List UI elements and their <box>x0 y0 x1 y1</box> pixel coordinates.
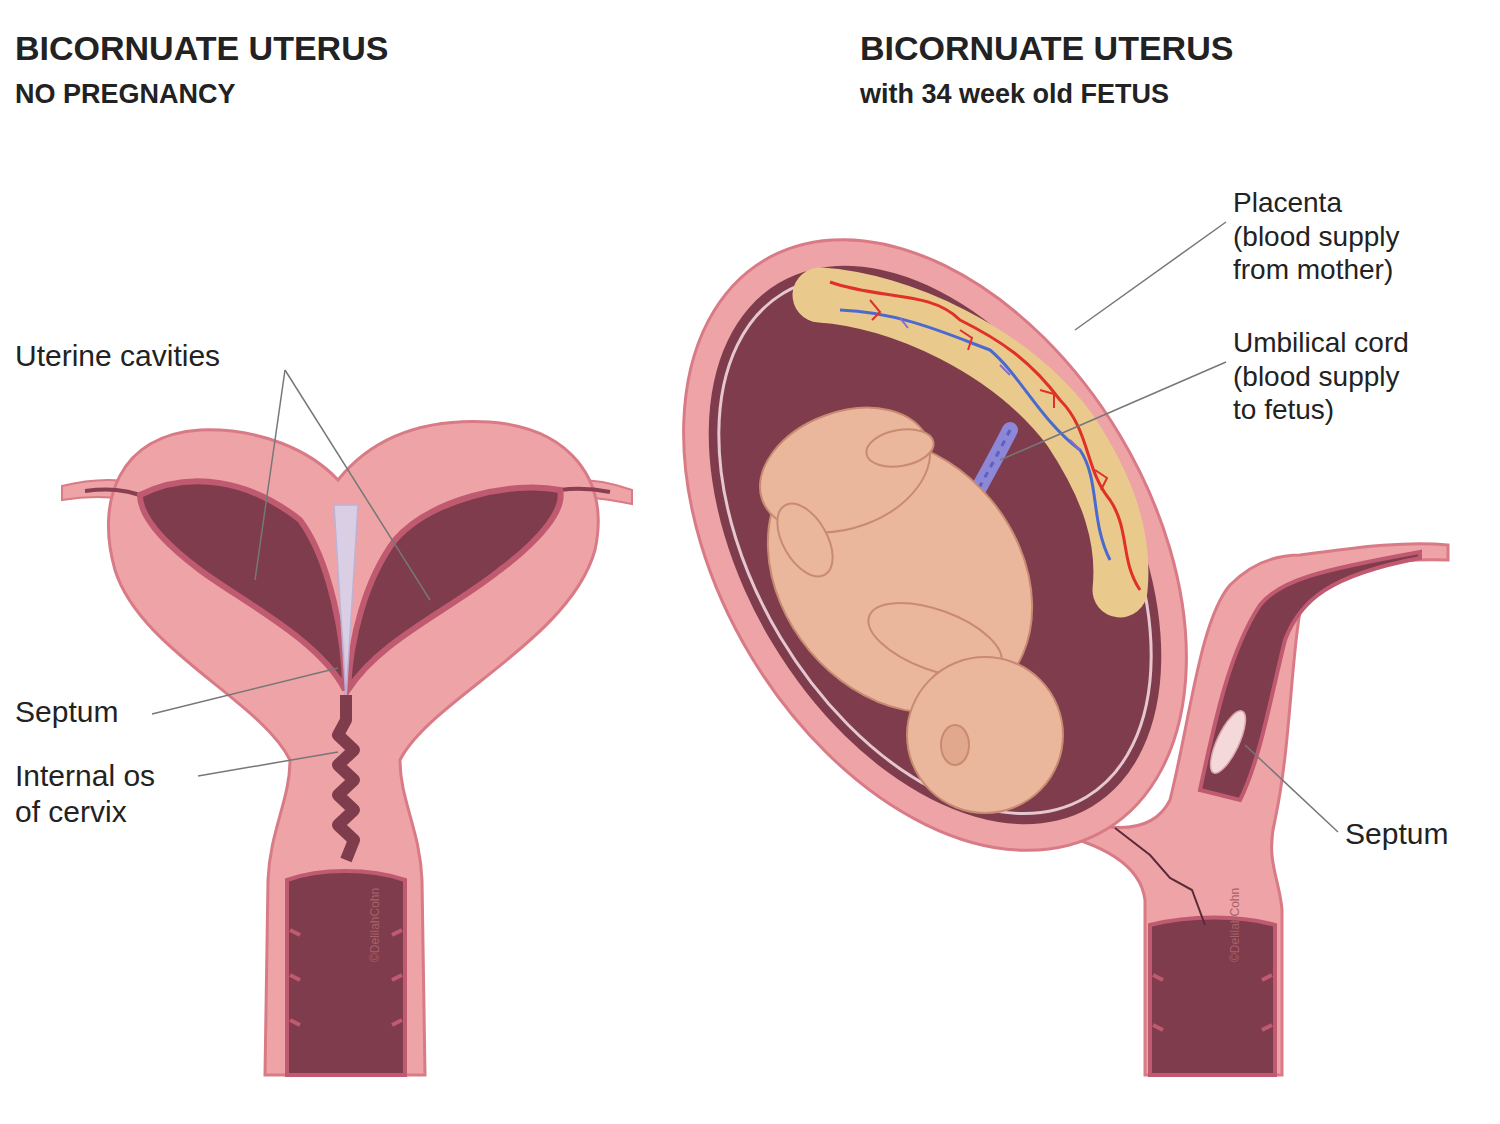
part-label: Internal os of cervix <box>15 758 167 830</box>
fetus <box>713 384 1087 813</box>
part-label: Septum <box>15 694 118 730</box>
figure-subheading: NO PREGNANCY <box>15 78 236 110</box>
watermark: ©DelilahCohn <box>1228 888 1242 962</box>
part-label: Umbilical cord (blood supply to fetus) <box>1233 326 1423 427</box>
part-label: Placenta (blood supply from mother) <box>1233 186 1423 287</box>
uterus-no-pregnancy <box>62 422 632 1075</box>
figure-heading: BICORNUATE UTERUS <box>860 28 1233 69</box>
part-label: Septum <box>1345 816 1448 852</box>
figure-heading: BICORNUATE UTERUS <box>15 28 388 69</box>
part-label: Uterine cavities <box>15 338 220 374</box>
leader-lines <box>152 222 1338 832</box>
watermark: ©DelilahCohn <box>368 888 382 962</box>
figure-subheading: with 34 week old FETUS <box>860 78 1169 110</box>
uterus-pregnant <box>580 150 1448 1075</box>
